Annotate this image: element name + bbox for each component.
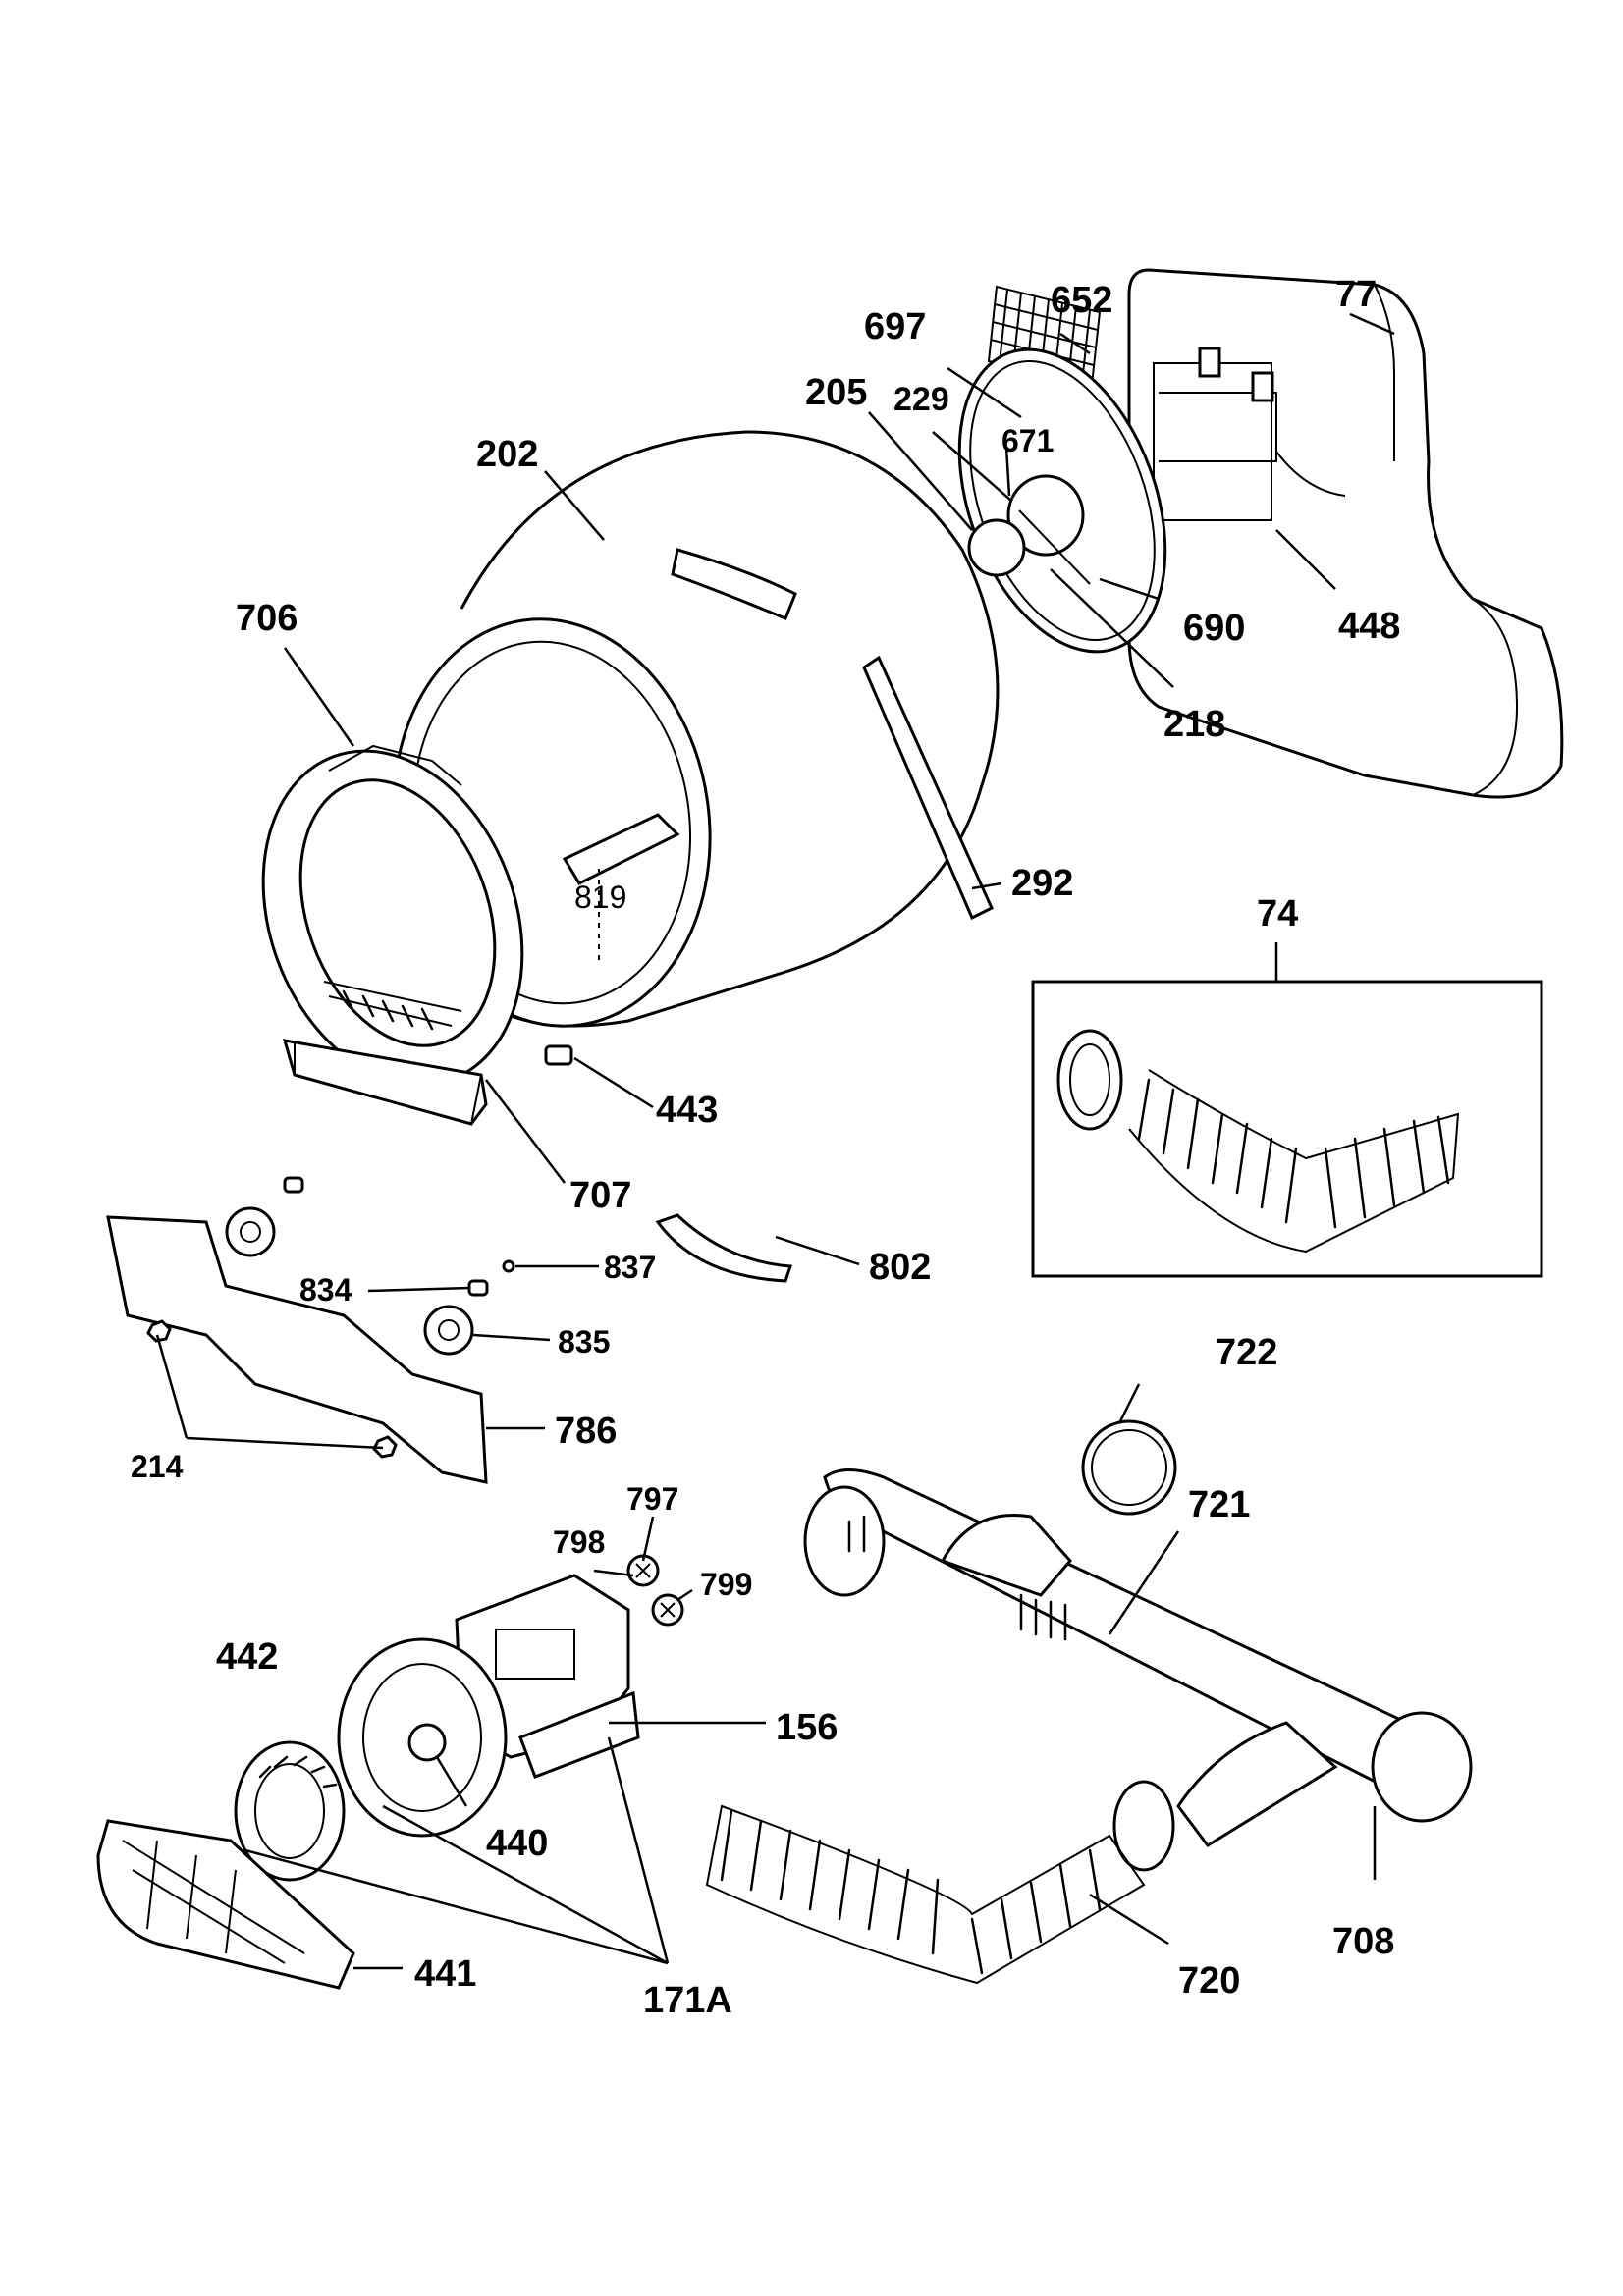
- label-786: 786: [555, 1411, 617, 1452]
- leader-lines: [155, 312, 1395, 1970]
- roller-835: [423, 1305, 474, 1356]
- clip-837: [502, 1259, 515, 1273]
- roller: [225, 1206, 276, 1257]
- label-292: 292: [1011, 863, 1073, 904]
- exhaust-kit-box: [1031, 980, 1543, 1278]
- blower-wheel-442: [234, 1740, 346, 1882]
- label-722: 722: [1216, 1332, 1277, 1373]
- label-802: 802: [869, 1247, 931, 1288]
- label-798: 798: [553, 1524, 605, 1560]
- front-bulkhead: [261, 744, 524, 1087]
- label-706: 706: [236, 598, 298, 639]
- label-443: 443: [656, 1090, 718, 1131]
- label-205: 205: [805, 372, 867, 413]
- label-837: 837: [604, 1250, 656, 1285]
- exhaust-duct: [803, 1419, 1473, 1872]
- label-799: 799: [700, 1567, 752, 1602]
- label-835: 835: [558, 1324, 610, 1360]
- label-156: 156: [776, 1707, 838, 1748]
- label-671: 671: [1001, 423, 1054, 458]
- label-834: 834: [299, 1272, 352, 1308]
- nut-214b: [372, 1435, 398, 1459]
- blower-housing-440: [337, 1637, 508, 1838]
- label-707: 707: [569, 1175, 631, 1216]
- rear-heater-housing: [1127, 268, 1564, 799]
- label-442: 442: [216, 1636, 278, 1678]
- label-218: 218: [1163, 704, 1225, 745]
- drum-support-786: [106, 1215, 488, 1484]
- flex-duct: [705, 1804, 1146, 1985]
- label-74: 74: [1257, 893, 1298, 934]
- label-690: 690: [1183, 608, 1245, 649]
- label-721: 721: [1188, 1484, 1250, 1525]
- label-797: 797: [626, 1481, 678, 1517]
- part-443: [544, 1044, 573, 1066]
- label-697: 697: [864, 306, 926, 347]
- part-802: [655, 1213, 793, 1283]
- nut-214a: [146, 1319, 172, 1343]
- label-229: 229: [893, 381, 949, 418]
- label-448: 448: [1338, 606, 1400, 647]
- label-708: 708: [1332, 1921, 1394, 1962]
- label-652: 652: [1051, 280, 1112, 321]
- blower-cover-441: [96, 1819, 355, 1990]
- shaft-834: [467, 1279, 489, 1297]
- label-440: 440: [486, 1823, 548, 1864]
- shaft: [283, 1176, 304, 1194]
- label-819: 819: [574, 880, 626, 915]
- label-214: 214: [131, 1449, 184, 1484]
- part-labels: 77 652 697 205 229 671 202 690 448 218 7…: [131, 274, 1400, 2021]
- label-441: 441: [414, 1953, 476, 1995]
- label-77: 77: [1335, 274, 1377, 315]
- lint-duct: [282, 1039, 488, 1126]
- label-720: 720: [1178, 1960, 1240, 2002]
- dryer-drum: [392, 430, 1000, 1028]
- label-171a: 171A: [643, 1980, 732, 2021]
- rear-bulkhead: [957, 347, 1167, 654]
- label-202: 202: [476, 434, 538, 475]
